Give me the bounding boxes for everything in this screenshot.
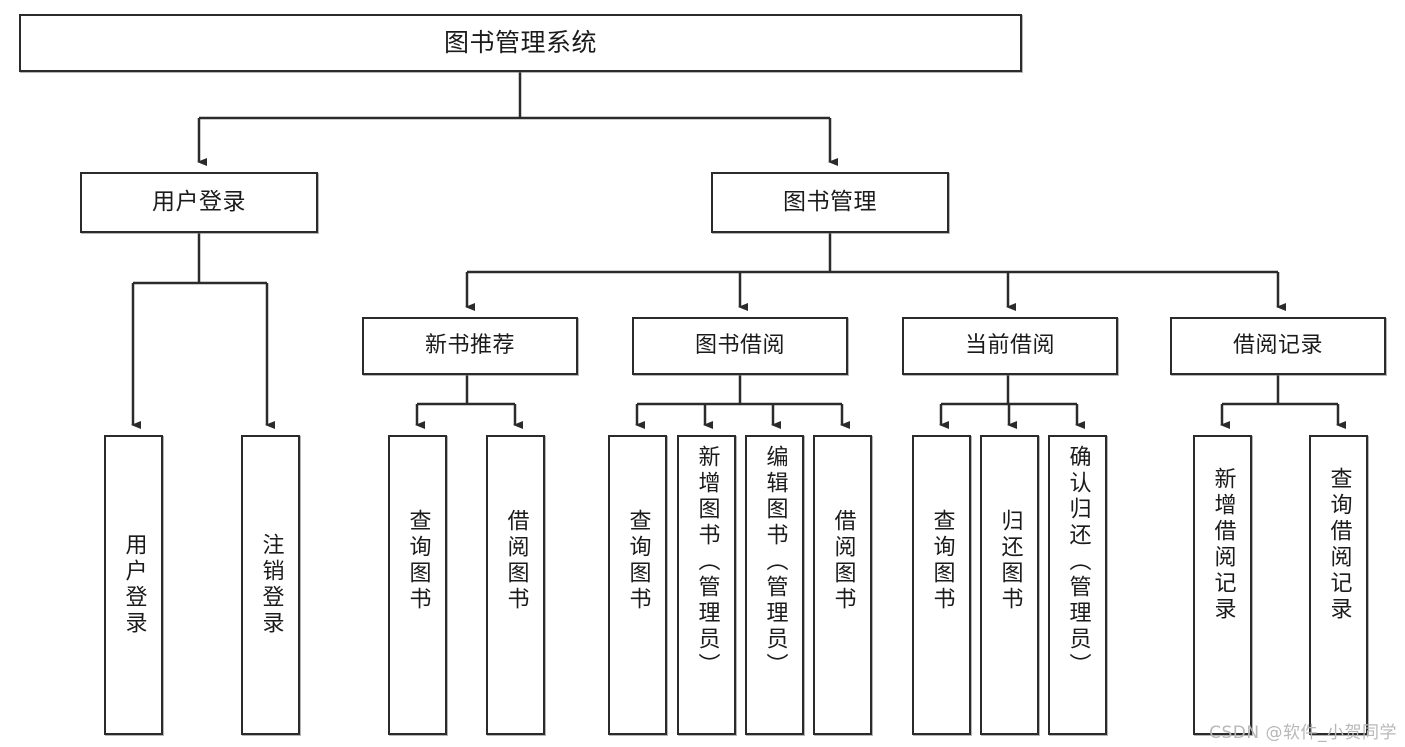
leaf-edit-book-admin[interactable]: 编辑图书（管理员）: [745, 435, 804, 735]
node-new-book-recommend[interactable]: 新书推荐: [362, 317, 578, 375]
node-book-borrow-label: 图书借阅: [694, 332, 785, 358]
leaf-borrow-book-2[interactable]: 借阅图书: [813, 435, 872, 735]
node-new-book-recommend-label: 新书推荐: [424, 332, 515, 358]
node-book-management[interactable]: 图书管理: [711, 172, 949, 233]
leaf-return-book-label: 归还图书: [997, 509, 1023, 613]
leaf-user-login[interactable]: 用户登录: [104, 435, 163, 735]
leaf-query-book-1-label: 查询图书: [405, 509, 431, 613]
leaf-borrow-book-2-label: 借阅图书: [830, 509, 856, 613]
leaf-add-borrow-record-label: 新增借阅记录: [1210, 467, 1236, 623]
node-current-borrow-label: 当前借阅: [964, 332, 1055, 358]
leaf-add-borrow-record[interactable]: 新增借阅记录: [1193, 435, 1252, 735]
leaf-add-book-admin-label: 新增图书（管理员）: [694, 445, 720, 679]
node-current-borrow[interactable]: 当前借阅: [902, 317, 1118, 375]
node-root-label: 图书管理系统: [443, 28, 597, 57]
leaf-query-book-3-label: 查询图书: [929, 509, 955, 613]
leaf-confirm-return-admin[interactable]: 确认归还（管理员）: [1048, 435, 1107, 735]
leaf-borrow-book-1-label: 借阅图书: [503, 509, 529, 613]
leaf-query-book-2-label: 查询图书: [625, 509, 651, 613]
leaf-logout-login-label: 注销登录: [258, 533, 284, 637]
leaf-borrow-book-1[interactable]: 借阅图书: [486, 435, 545, 735]
leaf-query-book-1[interactable]: 查询图书: [388, 435, 447, 735]
node-borrow-record[interactable]: 借阅记录: [1170, 317, 1386, 375]
csdn-watermark: CSDN @软件_小贺同学: [1209, 723, 1397, 743]
node-borrow-record-label: 借阅记录: [1232, 332, 1323, 358]
leaf-query-book-2[interactable]: 查询图书: [608, 435, 667, 735]
leaf-confirm-return-admin-label: 确认归还（管理员）: [1065, 445, 1091, 679]
node-user-login-label: 用户登录: [152, 188, 246, 215]
leaf-query-book-3[interactable]: 查询图书: [912, 435, 971, 735]
node-book-borrow[interactable]: 图书借阅: [632, 317, 848, 375]
leaf-add-book-admin[interactable]: 新增图书（管理员）: [677, 435, 736, 735]
leaf-user-login-label: 用户登录: [121, 533, 147, 637]
node-root[interactable]: 图书管理系统: [19, 14, 1022, 72]
node-book-management-label: 图书管理: [783, 188, 877, 215]
leaf-edit-book-admin-label: 编辑图书（管理员）: [762, 445, 788, 679]
leaf-return-book[interactable]: 归还图书: [980, 435, 1039, 735]
leaf-query-borrow-record-label: 查询借阅记录: [1326, 467, 1352, 623]
leaf-logout-login[interactable]: 注销登录: [241, 435, 300, 735]
leaf-query-borrow-record[interactable]: 查询借阅记录: [1309, 435, 1368, 735]
node-user-login[interactable]: 用户登录: [80, 172, 318, 233]
